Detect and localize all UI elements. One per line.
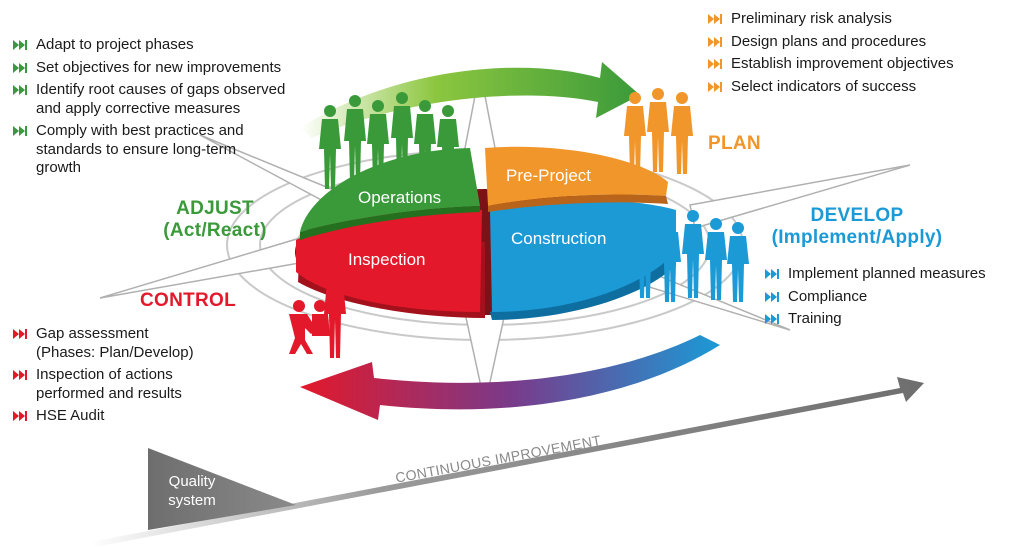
list-item-text: Preliminary risk analysis — [731, 10, 892, 27]
list-item: Establish improvement objectives — [705, 55, 1005, 74]
list-item-text: Comply with best practices and standards… — [36, 122, 244, 176]
team-silhouettes-blue — [634, 210, 749, 302]
segment-label-inspection: Inspection — [348, 250, 426, 269]
list-item: Select indicators of success — [705, 78, 1005, 97]
phase-plan-title: PLAN — [708, 133, 761, 155]
quality-system-label: Quality system — [168, 473, 216, 509]
list-item: Adapt to project phases — [10, 36, 340, 55]
phase-adjust-line1: ADJUST — [176, 198, 254, 219]
phase-control-line1: CONTROL — [140, 290, 237, 311]
list-item-text: Inspection of actions performed and resu… — [36, 366, 182, 402]
segment-construction — [490, 200, 676, 312]
phase-adjust-title: ADJUST (Act/React) — [162, 198, 268, 242]
fast-forward-icon — [12, 83, 28, 97]
fast-forward-icon — [12, 327, 28, 341]
list-item: Inspection of actions performed and resu… — [10, 366, 280, 403]
segment-preproject — [485, 146, 668, 206]
fast-forward-icon — [12, 61, 28, 75]
list-item: Comply with best practices and standards… — [10, 122, 340, 178]
fast-forward-icon — [12, 38, 28, 52]
fast-forward-icon — [764, 312, 780, 326]
list-item: Identify root causes of gaps observed an… — [10, 81, 340, 118]
control-curved-arrow — [300, 335, 720, 420]
list-item-text: Training — [788, 310, 842, 327]
fast-forward-icon — [12, 368, 28, 382]
list-item: Design plans and procedures — [705, 33, 1005, 52]
fast-forward-icon — [764, 267, 780, 281]
fast-forward-icon — [707, 35, 723, 49]
segment-preproject-side — [488, 194, 668, 212]
list-item: Training — [762, 310, 1017, 329]
phase-plan-line1: PLAN — [708, 133, 761, 154]
list-item-text: Establish improvement objectives — [731, 55, 954, 72]
fast-forward-icon — [707, 80, 723, 94]
continuous-improvement-arrow — [90, 377, 924, 547]
phase-develop-title: DEVELOP (Implement/Apply) — [752, 205, 962, 249]
list-item-text: Implement planned measures — [788, 265, 986, 282]
phase-control-title: CONTROL — [140, 290, 236, 312]
fast-forward-icon — [764, 290, 780, 304]
list-item: HSE Audit — [10, 407, 280, 426]
list-item-text: HSE Audit — [36, 407, 105, 424]
list-item: Gap assessment (Phases: Plan/Develop) — [10, 325, 280, 362]
plan-actions-list: Preliminary risk analysis Design plans a… — [705, 10, 1005, 100]
segment-label-operations: Operations — [358, 188, 442, 207]
segment-label-construction: Construction — [511, 229, 607, 248]
list-item-text: Select indicators of success — [731, 77, 917, 95]
fast-forward-icon — [12, 124, 28, 138]
fast-forward-icon — [707, 12, 723, 26]
list-item-text: Gap assessment (Phases: Plan/Develop) — [36, 325, 194, 361]
fast-forward-icon — [12, 409, 28, 423]
segment-label-preproject: Pre-Project — [506, 166, 592, 185]
phase-develop-line2: (Implement/Apply) — [771, 227, 943, 248]
list-item-text: Identify root causes of gaps observed an… — [36, 81, 286, 117]
fast-forward-icon — [707, 57, 723, 71]
segment-operations-side — [300, 206, 480, 240]
control-actions-list: Gap assessment (Phases: Plan/Develop) In… — [10, 325, 280, 430]
list-item-text: Adapt to project phases — [36, 36, 194, 53]
quality-system-wedge — [148, 448, 296, 530]
list-item-text: Set objectives for new improvements — [36, 58, 282, 76]
list-item: Implement planned measures — [762, 265, 1017, 284]
team-silhouettes-red — [289, 268, 346, 358]
team-silhouettes-green — [319, 92, 459, 189]
list-item-text: Design plans and procedures — [731, 32, 927, 50]
phase-develop-line1: DEVELOP — [810, 205, 904, 226]
segment-operations — [300, 148, 480, 232]
adjust-actions-list: Adapt to project phases Set objectives f… — [10, 36, 340, 182]
list-item: Compliance — [762, 288, 1017, 307]
adjust-curved-arrow — [300, 62, 640, 138]
list-item: Preliminary risk analysis — [705, 10, 1005, 29]
list-item-text: Compliance — [788, 287, 868, 305]
team-silhouettes-orange — [624, 88, 693, 174]
develop-actions-list: Implement planned measures Compliance Tr… — [762, 265, 1017, 333]
phase-adjust-line2: (Act/React) — [163, 220, 267, 241]
list-item: Set objectives for new improvements — [10, 59, 340, 78]
